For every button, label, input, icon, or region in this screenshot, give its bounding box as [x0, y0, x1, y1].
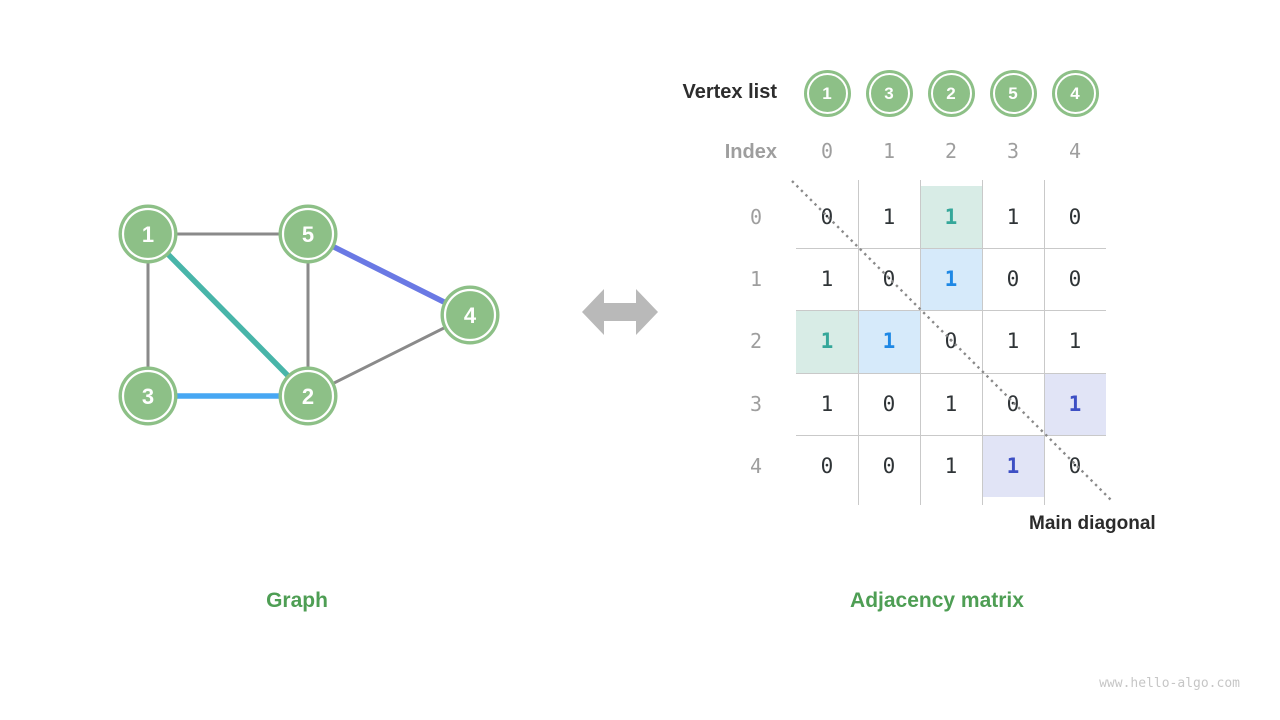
- row-label-0: 0: [749, 205, 763, 229]
- matrix-cell-0-0: 0: [820, 205, 834, 230]
- gridline-horizontal: [796, 248, 1106, 250]
- matrix-cell-3-3: 0: [1006, 391, 1020, 416]
- matrix-cell-4-2: 1: [944, 453, 958, 478]
- graph-edge-1-2: [146, 232, 310, 398]
- graph-vertex-3: 3: [118, 366, 178, 426]
- graph-edge-5-4: [306, 231, 472, 318]
- main-diagonal-label: Main diagonal: [1029, 513, 1156, 534]
- gridline-vertical: [920, 180, 921, 505]
- matrix-cell-0-1: 1: [882, 205, 896, 230]
- matrix-cell-4-3: 1: [982, 434, 1044, 497]
- vertex-label: 1: [142, 222, 154, 247]
- vertex-list-label: Vertex list: [682, 81, 777, 103]
- vertex-circle-3: 3: [868, 73, 910, 114]
- watermark: www.hello-algo.com: [1099, 676, 1240, 691]
- row-label-3: 3: [749, 391, 763, 416]
- matrix-cell-2-1: 1: [858, 310, 920, 373]
- matrix-cell-3-1: 0: [882, 391, 896, 416]
- matrix-cell-1-2: 1: [920, 248, 982, 311]
- vertex-label: 3: [142, 384, 154, 409]
- matrix-cell-2-2: 0: [944, 329, 958, 354]
- vertex-list-slot: 5: [982, 70, 1044, 117]
- vertex-circle-1: 1: [806, 73, 848, 114]
- matrix-cell-1-4: 0: [1068, 267, 1082, 292]
- matrix-cell-4-0: 0: [820, 453, 834, 478]
- graph-vertex-2: 2: [278, 366, 338, 426]
- matrix-cell-1-1: 0: [882, 267, 896, 292]
- row-label-1: 1: [749, 267, 763, 292]
- vertex-list-slot: 2: [920, 70, 982, 117]
- vertex-circle-5: 5: [992, 73, 1034, 114]
- matrix-row-labels: 0 1 2 3 4: [726, 186, 786, 497]
- vertex-circle-4: 4: [1054, 73, 1096, 114]
- matrix-cell-3-2: 1: [944, 391, 958, 416]
- gridline-horizontal: [796, 372, 1106, 374]
- index-2: 2: [944, 139, 958, 163]
- vertex-circle-2: 2: [930, 73, 972, 114]
- matrix-cell-2-4: 1: [1068, 329, 1082, 354]
- vertex-label: 4: [464, 303, 477, 328]
- index-4: 4: [1068, 139, 1082, 163]
- matrix-cell-2-3: 1: [1006, 329, 1020, 354]
- matrix-caption: Adjacency matrix: [850, 589, 1024, 612]
- matrix-cell-1-3: 0: [1006, 267, 1020, 292]
- matrix-cell-4-4: 0: [1068, 453, 1082, 478]
- vertex-label: 5: [302, 222, 314, 247]
- index-1: 1: [882, 139, 896, 163]
- index-0: 0: [820, 139, 834, 163]
- gridline-vertical: [982, 180, 983, 505]
- vertex-list-slot: 3: [858, 70, 920, 117]
- matrix-cell-2-0: 1: [796, 310, 858, 373]
- index-3: 3: [1006, 139, 1020, 163]
- row-label-2: 2: [749, 329, 763, 354]
- graph-vertices: 1 5 4 3 2: [118, 204, 500, 426]
- matrix-cell-0-4: 0: [1068, 205, 1082, 230]
- index-row: 0 1 2 3 4: [796, 139, 1106, 163]
- row-label-4: 4: [749, 453, 763, 478]
- vertex-list-slot: 1: [796, 70, 858, 117]
- matrix-cell-3-4: 1: [1044, 372, 1106, 435]
- graph-edge-2-4: [307, 313, 471, 398]
- matrix-cell-4-1: 0: [882, 453, 896, 478]
- vertex-list-slot: 4: [1044, 70, 1106, 117]
- graph-vertex-5: 5: [278, 204, 338, 264]
- gridline-vertical: [1044, 180, 1045, 505]
- matrix-cell-3-0: 1: [820, 391, 834, 416]
- swap-arrow-icon: [582, 289, 658, 335]
- graph-edges: [146, 231, 472, 399]
- graph-vertex-4: 4: [440, 285, 500, 345]
- matrix-cell-0-2: 1: [920, 186, 982, 249]
- matrix-cell-1-0: 1: [820, 267, 834, 292]
- index-label: Index: [724, 141, 777, 163]
- gridline-horizontal: [796, 434, 1106, 436]
- matrix-cell-0-3: 1: [1006, 205, 1020, 230]
- vertex-label: 2: [302, 384, 314, 409]
- gridline-horizontal: [796, 310, 1106, 312]
- gridline-vertical: [858, 180, 859, 505]
- graph-vertex-1: 1: [118, 204, 178, 264]
- graph-caption: Graph: [266, 589, 328, 612]
